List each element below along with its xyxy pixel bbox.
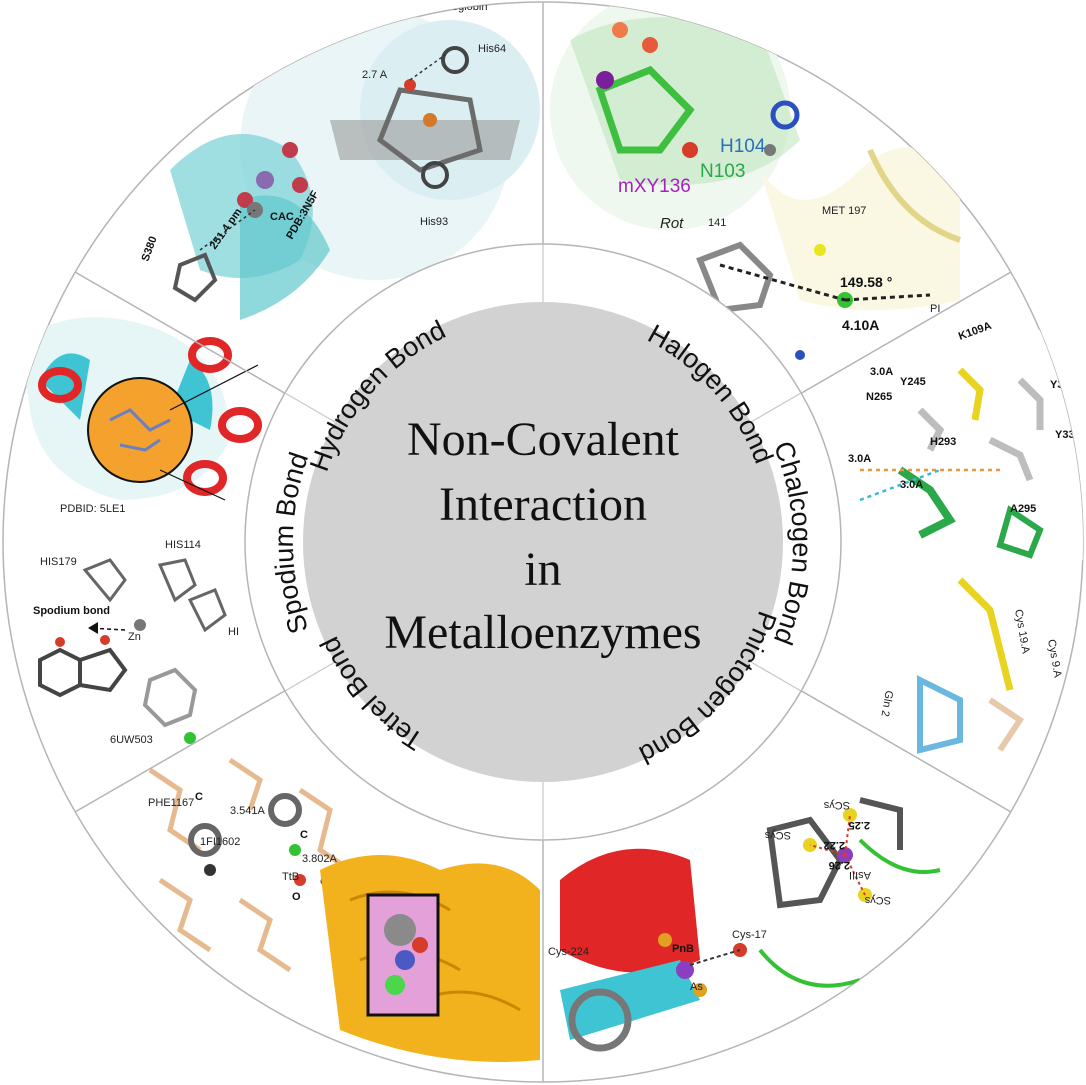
halogen-label-141: 141 <box>708 217 726 229</box>
tetrel-label-c-2: C <box>300 829 308 841</box>
chalcogen-label-a295: A295 <box>1010 503 1036 515</box>
chalcogen-label-y335: Y335 <box>1055 429 1081 441</box>
spodium-label-his179: HIS179 <box>40 556 77 568</box>
tetrel-label-c-1: C <box>195 791 203 803</box>
center-title-line-2: Interaction <box>439 478 647 531</box>
illustration-panels: oglobin His64 2.7 A His93 CAC 251.4 pm P… <box>20 1 1083 1062</box>
spodium-label-his114: HIS114 <box>165 539 201 551</box>
hydrogen-label-oglobin: oglobin <box>452 1 487 13</box>
tetrel-label-ttb: TtB <box>282 871 299 883</box>
halogen-label-n103: N103 <box>700 161 745 182</box>
halogen-label-met197: MET 197 <box>822 205 866 217</box>
inner-dividers <box>284 244 802 840</box>
spodium-bond-panel: PDBID: 5LE1 HIS179 HIS114 Spodium bond Z… <box>20 317 262 746</box>
chalcogen-bond-panel: K109A Y245 Y305 3.0A N265 H293 Y335 3.0A… <box>845 320 1083 754</box>
spodium-label-bond: Spodium bond <box>33 605 110 617</box>
tetrel-label-o: O <box>292 891 301 903</box>
hydrogen-label-distance: 2.7 A <box>362 69 388 81</box>
tetrel-label-phe1167: PHE1167 <box>148 797 194 809</box>
chalcogen-label-30a-3: 3.0A <box>900 479 923 491</box>
halogen-label-distance: 4.10A <box>842 317 879 333</box>
halogen-label-h104: H104 <box>720 136 766 157</box>
spodium-label-hi: HI <box>228 626 239 638</box>
halogen-label-pi: PI <box>930 303 940 315</box>
hydrogen-label-his64: His64 <box>478 43 506 55</box>
tetrel-label-3541: 3.541A <box>230 805 266 817</box>
center-title-line-3: in <box>524 543 561 596</box>
spodium-active-site <box>87 377 193 483</box>
pnictogen-label-cys224: Cys-224 <box>548 946 589 958</box>
pnictogen-label-scys-3: SCys <box>864 894 891 906</box>
chalcogen-label-y245: Y245 <box>900 376 926 388</box>
spodium-label-zn: Zn <box>128 631 141 643</box>
pnictogen-label-225: 2.25 <box>849 819 870 831</box>
pnictogen-label-222: 2.22 <box>824 839 845 851</box>
spodium-label-pdbid: PDBID: 5LE1 <box>60 503 125 515</box>
halogen-bond-panel: H104 N103 mXY136 Rot 141 MET 197 149.58 … <box>550 2 961 360</box>
hydrogen-label-cac: CAC <box>270 211 294 223</box>
tetrel-label-3802: 3.802A <box>302 853 338 865</box>
halogen-label-y136: mXY136 <box>618 176 691 197</box>
pnictogen-label-as: As <box>690 981 703 993</box>
chalcogen-label-h293: H293 <box>930 436 956 448</box>
center-disc <box>303 302 783 782</box>
chalcogen-label-n265: N265 <box>866 391 892 403</box>
hydrogen-label-his93: His93 <box>420 216 448 228</box>
chalcogen-label-gln2: Gln 2 <box>878 689 894 717</box>
halogen-label-angle: 149.58 ° <box>840 274 892 290</box>
center-title-line-4: Metalloenzymes <box>384 606 701 659</box>
pnictogen-label-226: 2.26 <box>829 859 850 871</box>
pnictogen-bond-panel: Cys-224 PnB Cys-17 As SCys 2.22 2.25 2.2… <box>548 797 941 1052</box>
pnictogen-label-pnb: PnB <box>672 943 694 955</box>
center-title-line-1: Non-Covalent <box>407 413 680 466</box>
halogen-label-rot: Rot <box>660 215 684 232</box>
tetrel-label-1fi1602: 1FI1602 <box>200 836 240 848</box>
tetrel-bond-panel: C PHE1167 3.541A 1FI1602 C 3.802A TtB O … <box>148 757 540 1062</box>
chalcogen-label-30a-2: 3.0A <box>848 453 871 465</box>
chalcogen-label-30a-1: 3.0A <box>870 366 893 378</box>
pnictogen-label-as3: AsIII <box>849 869 871 881</box>
pnictogen-label-scys-1: SCys <box>823 799 850 811</box>
chalcogen-label-y305: Y305 <box>1050 379 1076 391</box>
pnictogen-label-cys17: Cys-17 <box>732 929 767 941</box>
spodium-label-6uw503: 6UW503 <box>110 734 153 746</box>
pnictogen-label-scys-2: SCys <box>764 829 791 841</box>
hydrogen-bond-panel: oglobin His64 2.7 A His93 CAC 251.4 pm P… <box>140 1 540 320</box>
